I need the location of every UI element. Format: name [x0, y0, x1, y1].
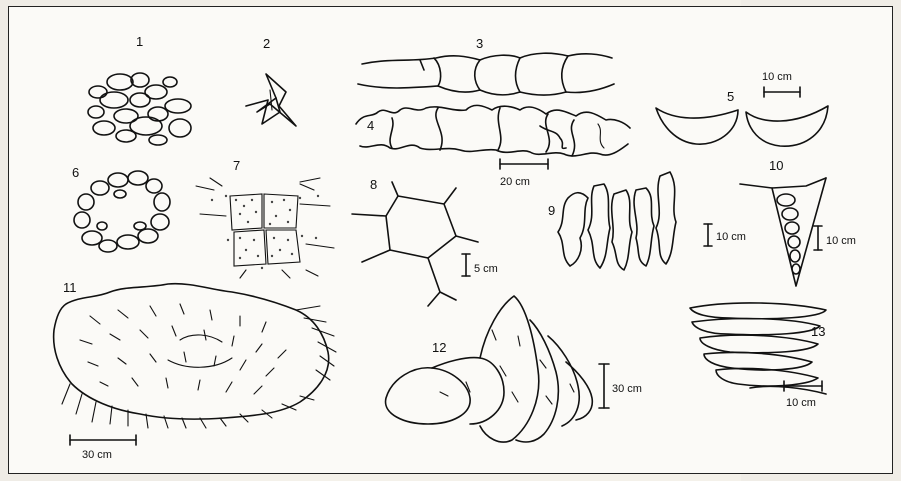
figure-8-polygon-net — [352, 182, 478, 306]
figure-4-wavy-cells — [356, 105, 630, 156]
fig-label-11: 11 — [63, 280, 77, 295]
fig-label-8: 8 — [370, 177, 377, 192]
fig-label-7: 7 — [233, 158, 240, 173]
scale-bar-5cm: 5 cm — [462, 254, 498, 276]
figure-10-funnel — [740, 178, 826, 286]
scale-bar-30cm-fig11: 30 cm — [70, 435, 136, 461]
scale-label-10cm-fig5: 10 cm — [762, 71, 792, 83]
fig-label-1: 1 — [136, 34, 143, 49]
scale-bar-10cm-fig9: 10 cm — [704, 224, 746, 246]
fig-label-6: 6 — [72, 165, 79, 180]
scale-bar-30cm-fig12: 30 cm — [599, 364, 642, 408]
scale-label-30cm-fig12: 30 cm — [612, 383, 642, 395]
scale-label-5cm: 5 cm — [474, 263, 498, 275]
fig-label-9: 9 — [548, 203, 555, 218]
scale-bar-10cm-fig13: 10 cm — [784, 381, 822, 409]
figure-12-overlapping-cones — [386, 296, 593, 442]
figure-7-dotted-squares — [196, 178, 334, 278]
figure-13-stacked-ovals — [690, 303, 826, 394]
scale-bar-20cm: 20 cm — [500, 159, 548, 188]
scale-label-30cm-fig11: 30 cm — [82, 449, 112, 461]
scale-label-10cm-fig9: 10 cm — [716, 231, 746, 243]
scale-label-10cm-fig13: 10 cm — [786, 397, 816, 409]
fig-label-2: 2 — [263, 36, 270, 51]
figure-1-oval-cluster — [88, 73, 191, 145]
fig-label-10: 10 — [769, 158, 783, 173]
fig-label-3: 3 — [476, 36, 483, 51]
scale-label-20cm: 20 cm — [500, 176, 530, 188]
figure-6-stone-ring — [74, 171, 170, 252]
figure-11-hatched-blob — [54, 284, 336, 428]
figure-9-vertical-strips — [558, 172, 676, 270]
figure-2-star — [246, 74, 296, 126]
figure-5-crescents — [656, 106, 828, 146]
fig-label-5: 5 — [727, 89, 734, 104]
fig-label-4: 4 — [367, 118, 374, 133]
figure-3-cell-chain — [358, 53, 614, 95]
scale-bar-10cm-fig5: 10 cm — [762, 71, 800, 97]
scale-bar-10cm-fig10: 10 cm — [814, 226, 856, 250]
scale-label-10cm-fig10: 10 cm — [826, 235, 856, 247]
fig-label-12: 12 — [432, 340, 446, 355]
